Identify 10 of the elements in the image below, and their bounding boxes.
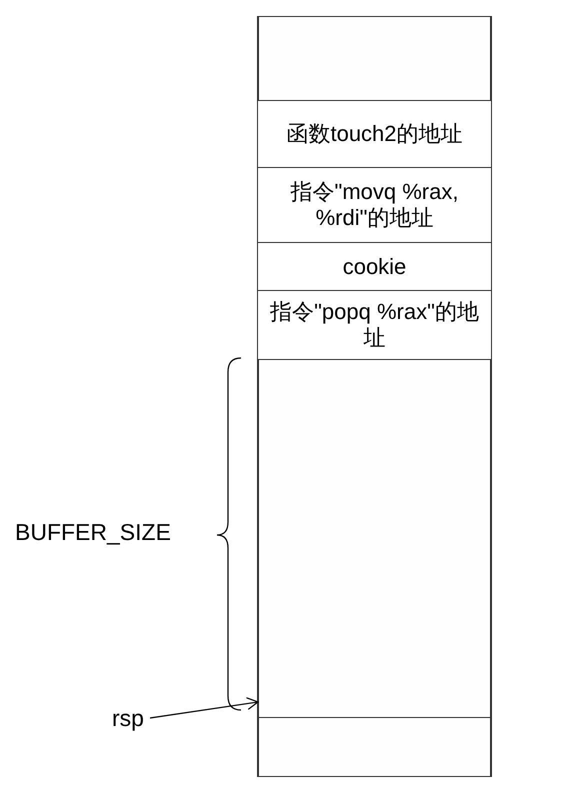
empty-stack-cell: [258, 718, 491, 776]
cell-text: 函数touch2的地址: [286, 121, 463, 147]
stack-box: [257, 16, 492, 777]
brace-label: BUFFER_SIZE: [15, 519, 171, 546]
arrow: [150, 697, 259, 719]
cell-text: 指令"movq %rax, %rdi"的地址: [290, 179, 460, 231]
cell-text: cookie: [342, 254, 406, 280]
pointer-label: rsp: [112, 705, 144, 731]
cell-text: 指令"popq %rax"的地址: [269, 299, 480, 351]
empty-stack-cell: [258, 17, 491, 101]
